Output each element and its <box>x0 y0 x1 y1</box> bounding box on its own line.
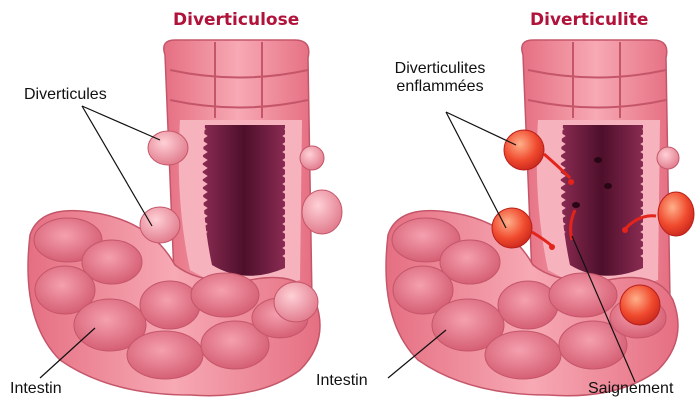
label-diverticulites-line2: enflammées <box>377 78 503 96</box>
leader-inflamed-1 <box>446 112 516 145</box>
label-diverticules: Diverticules <box>24 86 107 104</box>
label-diverticulites-enflammees: Diverticulites enflammées <box>377 60 503 96</box>
inflamed-diverticule-2 <box>492 208 532 248</box>
label-diverticulites-line1: Diverticulites <box>377 60 503 78</box>
label-saignement: Saignement <box>588 380 673 398</box>
diverticule-4 <box>300 146 324 170</box>
leader-diverticules-1 <box>82 106 160 140</box>
label-intestin-right: Intestin <box>316 372 368 390</box>
diverticule-2 <box>140 207 180 243</box>
inflamed-diverticule-1 <box>504 130 544 170</box>
diverticule-5 <box>274 282 318 322</box>
leader-diverticules-2 <box>82 106 152 226</box>
inflamed-diverticule-3 <box>658 192 694 236</box>
label-intestin-left: Intestin <box>10 380 62 398</box>
inflamed-diverticule-4 <box>620 285 660 325</box>
diverticule-right <box>657 147 679 169</box>
leader-inflamed-2 <box>446 112 506 228</box>
diverticule-3 <box>302 190 342 234</box>
diverticule-1 <box>148 131 188 165</box>
